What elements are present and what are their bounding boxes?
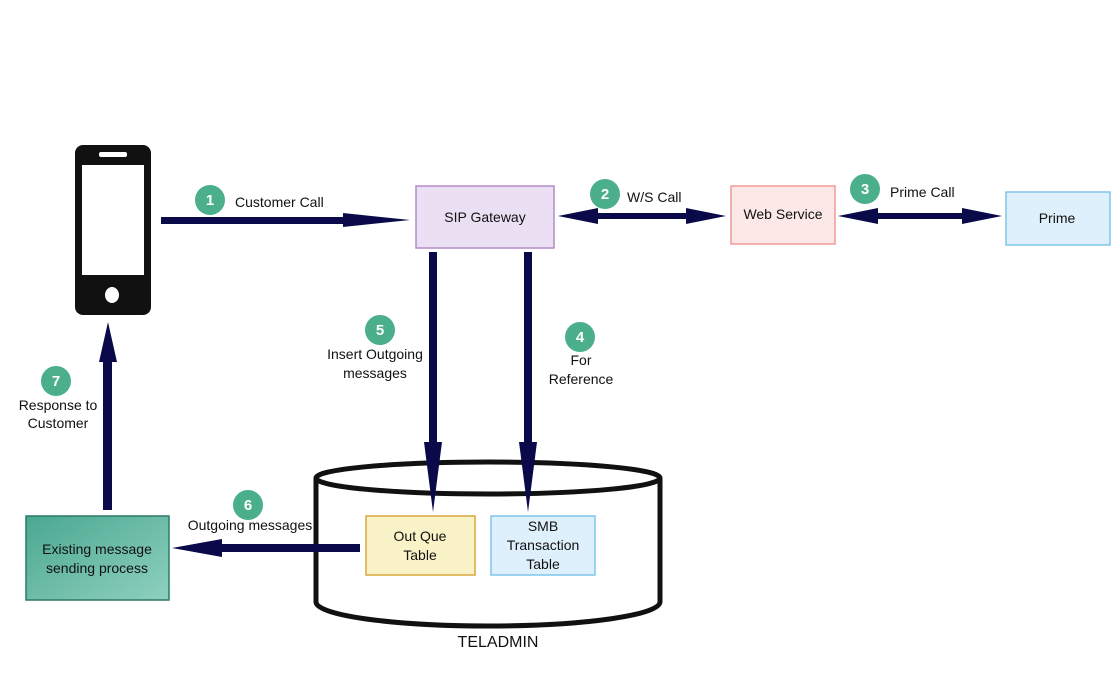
prime-label: Prime	[1039, 210, 1076, 226]
existing-process-node: Existing message sending process	[25, 515, 170, 601]
step-number-4: 4	[576, 329, 585, 346]
step-1: 1 Customer Call	[195, 185, 324, 215]
arrow-prime-call	[838, 208, 1002, 224]
arrow-ws-call	[558, 208, 726, 224]
smartphone-icon	[75, 145, 151, 315]
step-label-2: W/S Call	[627, 189, 681, 205]
arrow-customer-call	[161, 213, 410, 227]
web-service-node: Web Service	[730, 185, 836, 245]
step-label-7-line1: Response to	[19, 397, 98, 413]
arrows	[99, 208, 1002, 557]
sip-gateway-node: SIP Gateway	[415, 185, 555, 249]
step-label-6: Outgoing messages	[188, 517, 313, 533]
step-label-7-line2: Customer	[28, 415, 89, 431]
sip-gateway-label: SIP Gateway	[444, 209, 525, 225]
step-4: 4 For Reference	[549, 322, 614, 387]
step-7: 7 Response to Customer	[19, 366, 98, 431]
existing-process-label-line1: Existing message	[42, 541, 152, 557]
step-3: 3 Prime Call	[850, 174, 955, 204]
sip-gateway-box	[415, 185, 555, 249]
step-badge-3	[850, 174, 880, 204]
step-number-2: 2	[601, 186, 609, 203]
arrow-for-reference	[519, 252, 537, 512]
step-2: 2 W/S Call	[590, 179, 681, 209]
step-label-5-line2: messages	[343, 365, 407, 381]
step-number-5: 5	[376, 322, 384, 339]
arrow-insert-outgoing	[424, 252, 442, 512]
step-label-4-line2: Reference	[549, 371, 614, 387]
prime-box	[1005, 191, 1111, 246]
out-que-table-node: Out Que Table	[365, 515, 476, 576]
step-number-3: 3	[861, 181, 869, 198]
arrow-outgoing-messages	[172, 539, 360, 557]
step-6: 6 Outgoing messages	[188, 490, 313, 533]
database-body	[313, 478, 663, 629]
step-badge-7	[41, 366, 71, 396]
smb-table-node: SMB Transaction Table	[490, 515, 596, 576]
step-label-4-line1: For	[571, 352, 592, 368]
step-label-1: Customer Call	[235, 194, 324, 210]
smb-table-box	[490, 515, 596, 576]
out-que-table-label-line2: Table	[403, 547, 437, 563]
step-badge-2	[590, 179, 620, 209]
web-service-box	[730, 185, 836, 245]
step-label-5-line1: Insert Outgoing	[327, 346, 423, 362]
step-number-7: 7	[52, 373, 60, 390]
out-que-table-box	[365, 515, 476, 576]
step-5: 5 Insert Outgoing messages	[327, 315, 423, 381]
step-badge-6	[233, 490, 263, 520]
step-badge-1	[195, 185, 225, 215]
step-label-3: Prime Call	[890, 184, 955, 200]
step-badge-5	[365, 315, 395, 345]
web-service-label: Web Service	[743, 206, 822, 222]
database-label: TELADMIN	[458, 634, 539, 651]
database-top	[313, 459, 663, 497]
existing-process-label-line2: sending process	[46, 560, 148, 576]
step-number-6: 6	[244, 497, 252, 514]
step-badge-4	[565, 322, 595, 352]
prime-node: Prime	[1005, 191, 1111, 246]
step-number-1: 1	[206, 192, 214, 209]
smb-table-label-line3: Table	[526, 556, 560, 572]
smb-table-label-line2: Transaction	[507, 537, 580, 553]
out-que-table-label-line1: Out Que	[394, 528, 447, 544]
existing-process-box	[25, 515, 170, 601]
teladmin-database: TELADMIN	[313, 459, 663, 651]
arrow-response-to-customer	[99, 322, 117, 510]
smb-table-label-line1: SMB	[528, 518, 558, 534]
